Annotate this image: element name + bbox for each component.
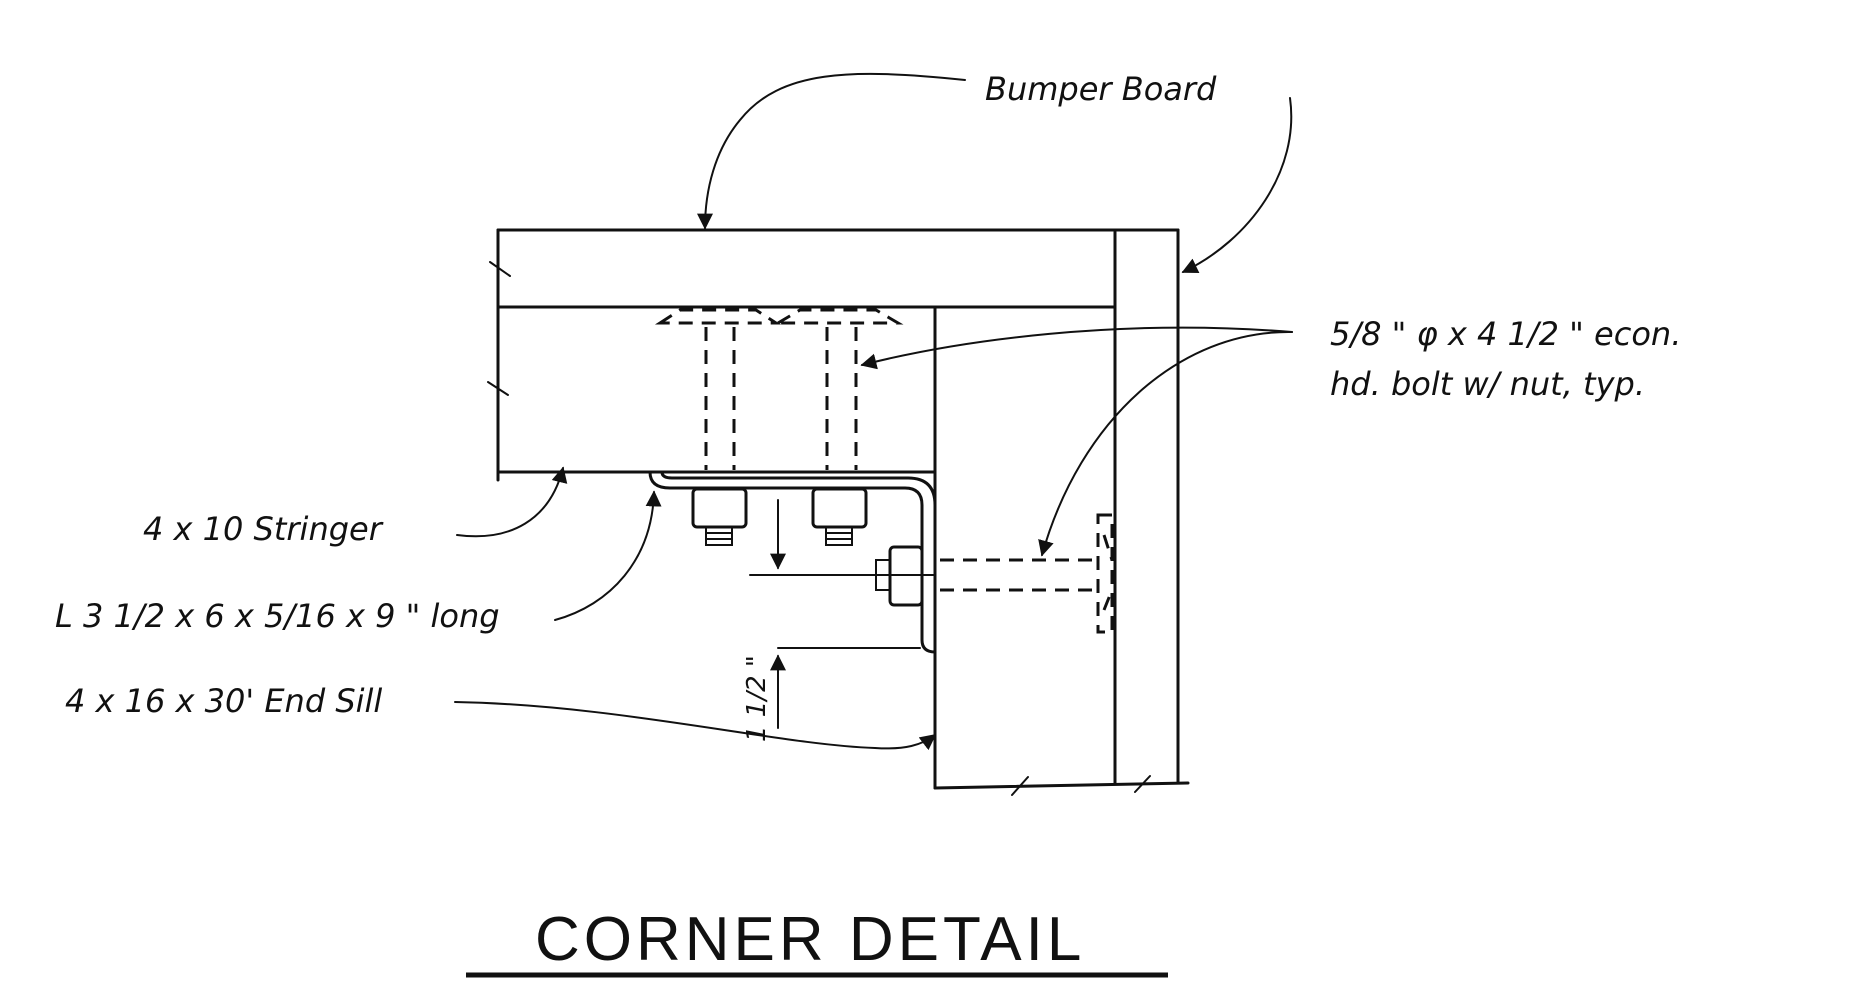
sill-bolt [875,513,1114,634]
label-bumper-board: Bumper Board [985,70,1217,108]
dimension-callout: 1 1/2 " [742,499,936,742]
stringer-bolts [654,308,904,546]
stringer [496,305,1117,474]
label-end-sill: 4 x 16 x 30' End Sill [65,682,382,720]
drawing-title: CORNER DETAIL [535,905,1085,974]
leader-lines [454,72,1293,751]
bumper-board [487,228,1180,785]
steel-angle [648,470,937,654]
label-bolt-line2: hd. bolt w/ nut, typ. [1330,365,1645,403]
end-sill [933,305,1190,796]
label-angle: L 3 1/2 x 6 x 5/16 x 9 " long [55,597,500,635]
dimension-label: 1 1/2 " [742,655,772,742]
label-stringer: 4 x 10 Stringer [143,510,384,548]
label-bolt-line1: 5/8 " φ x 4 1/2 " econ. [1330,315,1681,353]
